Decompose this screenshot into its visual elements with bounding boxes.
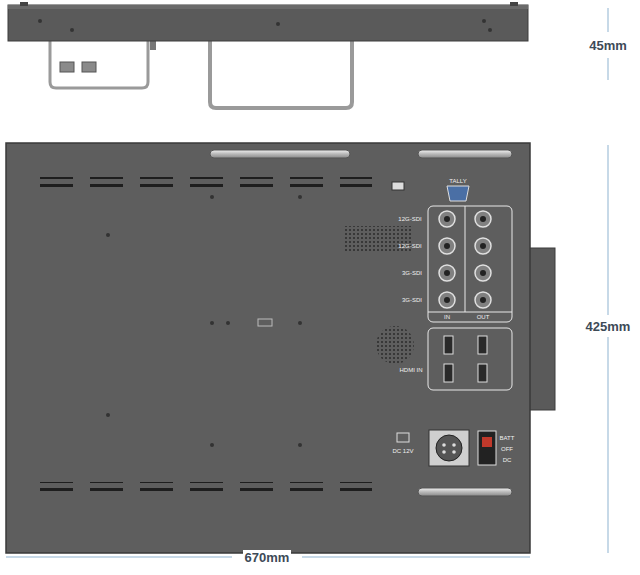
dimension-label: 670mm: [243, 550, 292, 565]
port-label: 12G-SDI: [398, 216, 421, 222]
drawing-part: [50, 40, 148, 88]
drawing-part: [444, 216, 450, 222]
drawing-part: [510, 2, 518, 6]
drawing-part: [439, 211, 491, 308]
drawing-part: [106, 233, 110, 237]
port-label: 3G-SDI: [402, 270, 422, 276]
drawing-part: [392, 182, 404, 190]
drawing-part: [6, 557, 232, 558]
drawing-part: [226, 321, 230, 325]
drawing-part: [444, 336, 453, 354]
drawing-part: [439, 211, 455, 227]
drawing-part: [439, 238, 455, 254]
drawing-part: [418, 488, 512, 496]
drawing-part: [444, 243, 450, 249]
drawing-part: [82, 62, 96, 72]
drawing-part: [442, 443, 446, 447]
drawing-part: [480, 297, 486, 303]
drawing-part: [480, 270, 486, 276]
drawing-part: [475, 265, 491, 281]
drawing-part: [298, 443, 302, 447]
dimension-label: 425mm: [584, 319, 633, 334]
drawing-part: [60, 62, 74, 72]
port-label: IN: [444, 314, 450, 320]
drawing-part: [475, 238, 491, 254]
drawing-part: [452, 443, 456, 447]
drawing-part: [210, 443, 214, 447]
drawing-part: [444, 364, 453, 382]
drawing-part: [8, 5, 528, 9]
drawing-part: [608, 58, 609, 80]
drawing-part: [210, 150, 350, 158]
drawing-part: [444, 336, 487, 382]
drawing-part: [428, 312, 512, 313]
drawing-part: [480, 216, 486, 222]
drawing-part: [258, 319, 272, 326]
drawing-part: [428, 328, 512, 390]
switch-label: DC: [503, 457, 512, 463]
drawing-part: [452, 450, 456, 454]
rear-panel: [6, 143, 555, 553]
drawing-part: [439, 292, 455, 308]
drawing-part: [444, 216, 486, 303]
drawing-part: [488, 28, 492, 32]
drawing-part: [482, 437, 492, 447]
port-label: OUT: [477, 314, 490, 320]
drawing-part: [210, 40, 352, 108]
port-label: TALLY: [449, 178, 466, 184]
dimension-lines: [6, 8, 608, 557]
drawing-part: [20, 2, 28, 6]
drawing-part: [444, 297, 450, 303]
port-label: HDMI IN: [400, 367, 423, 373]
drawing-part: [447, 186, 469, 201]
drawing-part: [40, 482, 372, 496]
switch-label: BATT: [500, 435, 515, 441]
drawing-part: [436, 435, 462, 461]
drawing-part: [210, 321, 214, 325]
drawing-part: [444, 270, 450, 276]
drawing-part: [480, 243, 486, 249]
top-view: [8, 2, 528, 108]
drawing-part: [8, 5, 528, 41]
drawing-part: [442, 450, 446, 454]
switch-label: OFF: [501, 446, 513, 452]
port-label: DC 12V: [392, 448, 413, 454]
drawing-part: [298, 321, 302, 325]
drawing-part: [475, 211, 491, 227]
drawing-part: [6, 143, 530, 553]
drawing-part: [298, 195, 302, 199]
port-label: 3G-SDI: [402, 297, 422, 303]
port-label: 12G-SDI: [398, 243, 421, 249]
drawing-part: [478, 336, 487, 354]
drawing-part: [478, 364, 487, 382]
drawing-part: [40, 177, 372, 191]
drawing-part: [397, 433, 409, 442]
drawing-part: [302, 557, 530, 558]
drawing-part: [475, 292, 491, 308]
drawing-part: [38, 19, 42, 23]
drawing-part: [429, 430, 469, 466]
drawing-part: [106, 413, 110, 417]
drawing-part: [70, 28, 74, 32]
drawing-part: [428, 206, 512, 322]
drawing-part: [210, 195, 214, 199]
drawing-part: [439, 265, 455, 281]
drawing-part: [608, 145, 609, 315]
drawing-part: [608, 337, 609, 553]
drawing-part: [465, 206, 466, 312]
drawing-part: [276, 22, 280, 26]
drawing-part: [418, 150, 512, 158]
drawing-part: [482, 19, 486, 23]
drawing-part: [478, 431, 496, 465]
dimension-label: 45mm: [587, 38, 629, 53]
drawing-part: [376, 326, 414, 364]
drawing-part: [608, 8, 609, 32]
